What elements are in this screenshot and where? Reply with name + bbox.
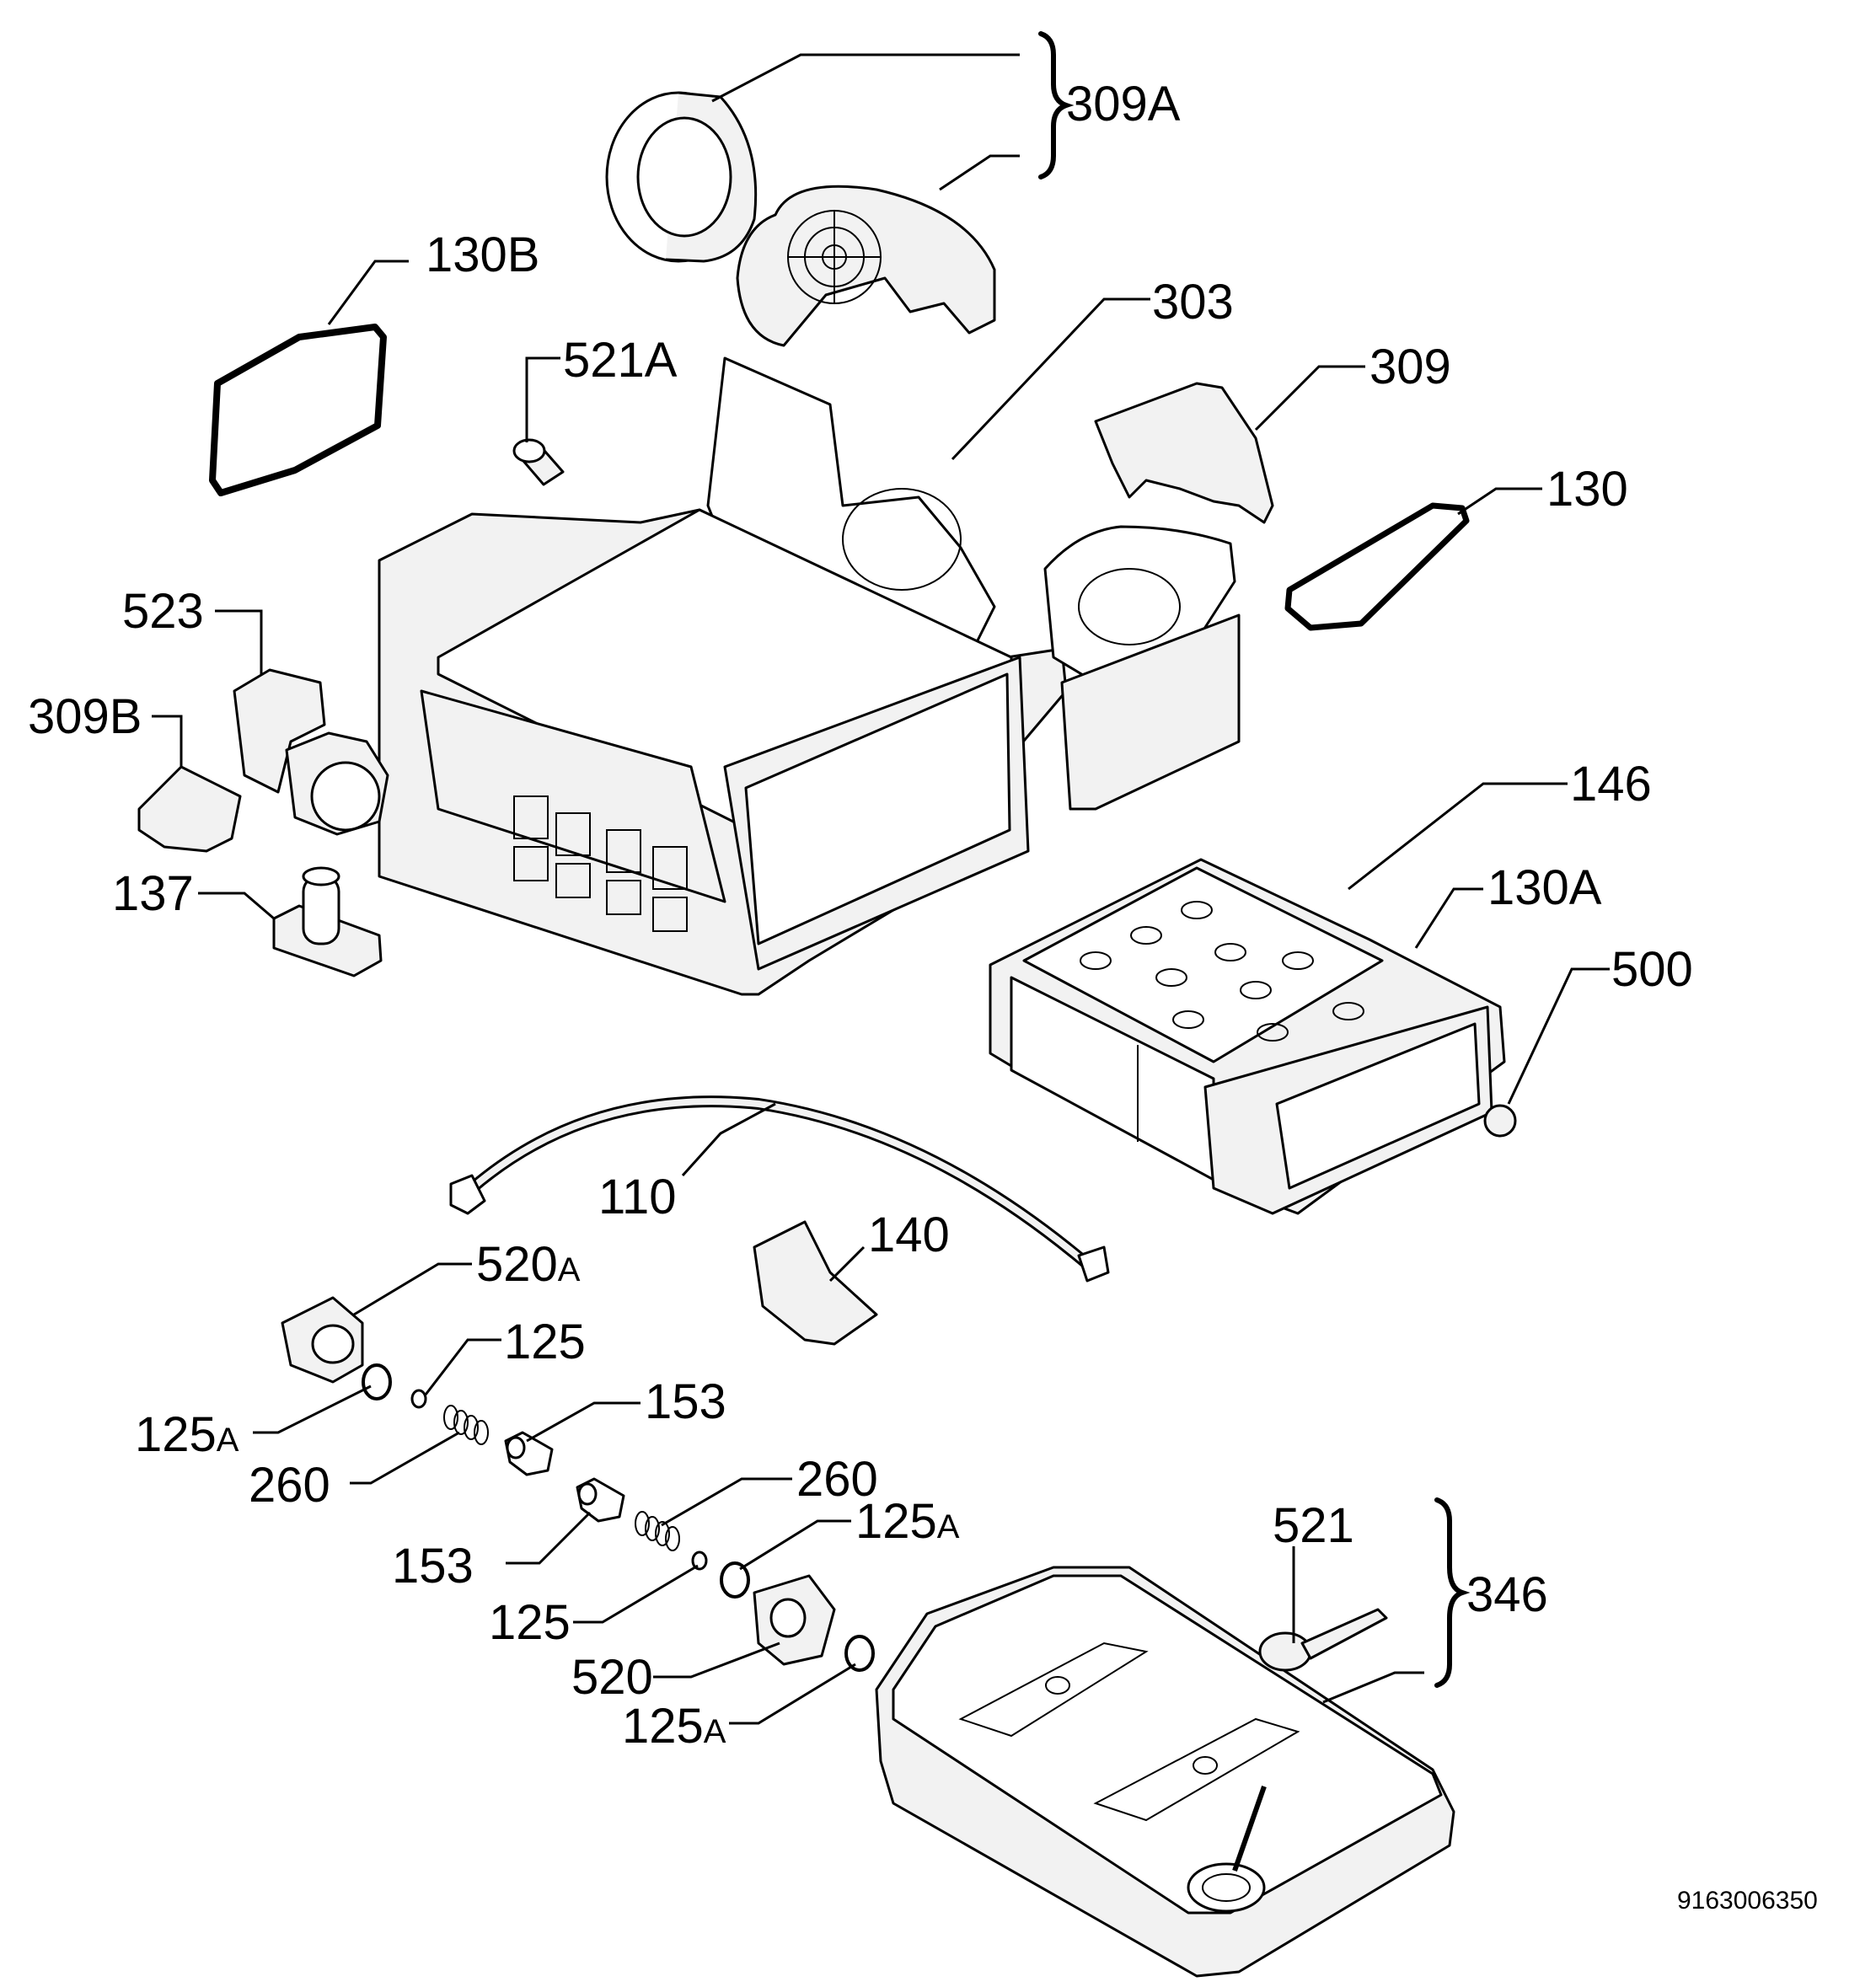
- label-137: 137: [112, 866, 194, 921]
- label-260-right: 260: [796, 1452, 878, 1507]
- part-hose-inner: [469, 1098, 1090, 1267]
- label-260-left: 260: [249, 1458, 330, 1513]
- part-pin-153-top: [504, 1431, 554, 1476]
- part-valve-520: [753, 1574, 836, 1666]
- part-gasket-130B: [209, 324, 387, 496]
- part-oring-125A-mid: [720, 1561, 750, 1599]
- brace-309A: [1038, 31, 1075, 179]
- label-130B: 130B: [426, 228, 539, 282]
- part-spacer-521A: [512, 438, 565, 486]
- label-140: 140: [868, 1208, 950, 1262]
- part-fan-ring: [605, 91, 758, 263]
- part-valve-520A: [281, 1296, 364, 1384]
- label-521A: 521A: [563, 333, 678, 388]
- brace-346: [1434, 1497, 1471, 1688]
- part-fan-cover: [736, 185, 996, 347]
- part-gasket-130: [1284, 502, 1470, 631]
- label-153-bottom: 153: [392, 1539, 474, 1593]
- label-521: 521: [1273, 1498, 1354, 1553]
- label-130: 130: [1546, 462, 1628, 517]
- label-309B: 309B: [28, 689, 142, 744]
- label-520: 520: [571, 1650, 653, 1705]
- label-520A: 520A: [476, 1237, 581, 1292]
- part-main-housing: [378, 356, 1241, 996]
- label-153-top: 153: [645, 1374, 726, 1429]
- part-nozzle-137: [272, 866, 383, 977]
- label-125-top: 125: [504, 1315, 586, 1369]
- label-110: 110: [598, 1170, 676, 1224]
- part-holder-309B: [137, 765, 242, 853]
- part-oring-125A-left: [362, 1363, 392, 1401]
- leader-lines: [152, 53, 1610, 1725]
- part-spring-260-right: [635, 1511, 680, 1551]
- drawing-number: 9163006350: [1677, 1887, 1818, 1915]
- label-146: 146: [1570, 757, 1652, 811]
- label-125A-left: 125A: [135, 1407, 239, 1462]
- label-523: 523: [122, 584, 204, 639]
- label-130A: 130A: [1487, 860, 1602, 915]
- part-air-duct: [1094, 382, 1274, 524]
- part-switch-assembly: [233, 668, 389, 836]
- label-309A: 309A: [1066, 77, 1181, 131]
- label-346: 346: [1466, 1567, 1548, 1622]
- part-condenser: [989, 858, 1517, 1215]
- label-125A-bottom: 125A: [622, 1699, 726, 1754]
- label-125A-mid: 125A: [855, 1494, 960, 1549]
- part-oring-125A-bottom: [844, 1635, 875, 1672]
- label-500: 500: [1611, 942, 1693, 997]
- part-pin-153-bottom: [576, 1477, 625, 1523]
- part-hose-end-left: [449, 1174, 486, 1215]
- part-spring-260-left: [443, 1405, 489, 1445]
- part-water-container: [875, 1566, 1455, 1978]
- label-309: 309: [1369, 340, 1451, 394]
- label-125-bottom: 125: [489, 1595, 571, 1650]
- part-float-521: [1258, 1608, 1388, 1672]
- part-bracket-140: [753, 1220, 878, 1346]
- part-oring-125-top: [410, 1389, 427, 1409]
- part-hose-end-right: [1077, 1245, 1110, 1283]
- part-oring-125-bottom: [691, 1551, 708, 1571]
- label-303: 303: [1152, 275, 1234, 329]
